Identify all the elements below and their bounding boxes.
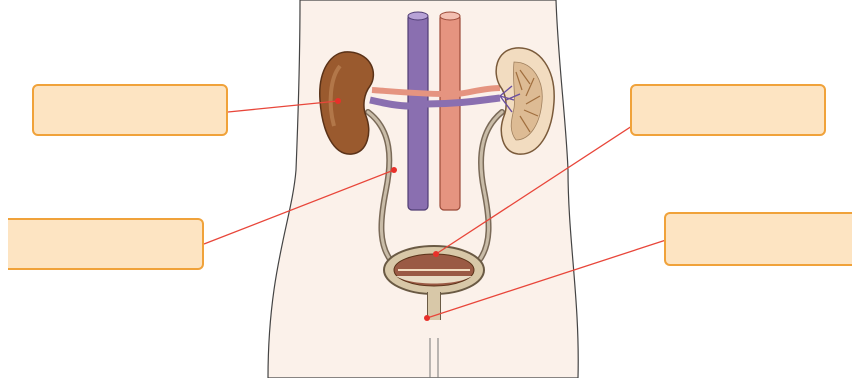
marker-dot-urethra — [424, 315, 430, 321]
vena-cava-top — [408, 12, 428, 20]
label-box-kidney[interactable] — [32, 84, 228, 136]
aorta-top — [440, 12, 460, 20]
marker-dot-kidney — [335, 98, 341, 104]
marker-dot-bladder — [433, 251, 439, 257]
marker-dot-ureter — [391, 167, 397, 173]
label-box-urethra[interactable] — [664, 212, 852, 266]
label-box-bladder[interactable] — [630, 84, 826, 136]
label-box-ureter[interactable] — [8, 218, 204, 270]
aorta — [440, 14, 460, 210]
vena-cava — [408, 14, 428, 210]
